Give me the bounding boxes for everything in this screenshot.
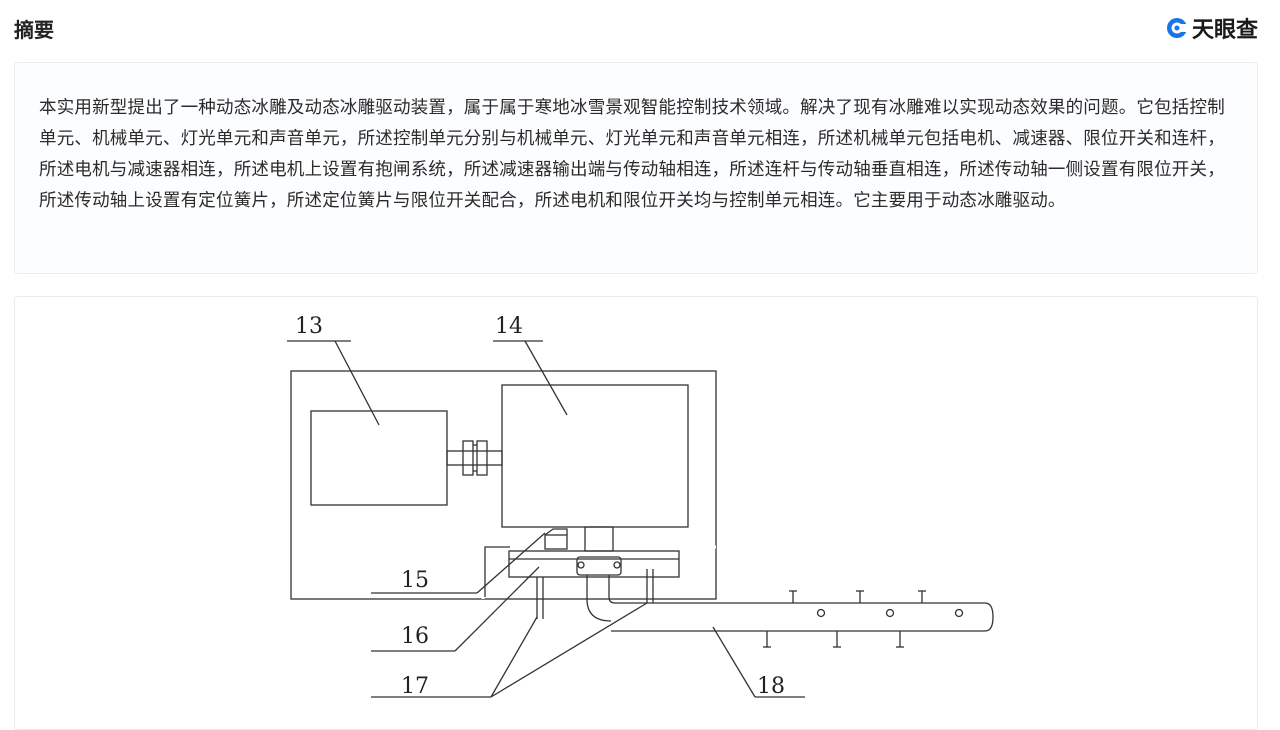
header: 摘要 天眼查 [0, 0, 1280, 58]
collar-bolt-right [613, 561, 621, 569]
leader-17b [490, 602, 648, 698]
motor-box [310, 410, 448, 506]
housing-inner-edge [484, 546, 510, 597]
limit-switch [544, 534, 568, 550]
reducer-box [501, 384, 689, 528]
rod-pins [763, 590, 964, 648]
abstract-text: 本实用新型提出了一种动态冰雕及动态冰雕驱动装置，属于属于寒地冰雪景观智能控制技术… [39, 98, 1225, 211]
coupling [446, 440, 503, 476]
shaft-top [584, 526, 614, 552]
connecting-rod [611, 602, 994, 632]
leader-18 [712, 626, 756, 698]
leader-14 [524, 340, 568, 416]
label-16: 16 [401, 624, 429, 649]
shaft-bend-inner [608, 575, 616, 604]
label-18: 18 [757, 674, 785, 699]
leader-15 [476, 532, 546, 594]
leader-13 [334, 340, 380, 426]
label-14: 14 [495, 314, 523, 339]
collar-bolt-left [577, 561, 585, 569]
housing-gap [481, 545, 716, 599]
shaft-collar [576, 556, 622, 576]
logo-text: 天眼查 [1191, 18, 1258, 43]
limit-switch-top [544, 528, 568, 536]
figure-panel: 13 14 15 16 17 18 [14, 296, 1258, 730]
shaft-bend-outer [586, 575, 612, 622]
abstract-panel: 本实用新型提出了一种动态冰雕及动态冰雕驱动装置，属于属于寒地冰雪景观智能控制技术… [14, 62, 1258, 274]
patent-drawing: 13 14 15 16 17 18 [287, 314, 994, 699]
brand-logo[interactable]: 天眼查 [1166, 12, 1258, 44]
tianyancha-logo-icon [1166, 17, 1188, 39]
label-17: 17 [401, 674, 429, 699]
leader-16 [454, 566, 540, 652]
page-title: 摘要 [14, 18, 54, 42]
label-13: 13 [295, 314, 323, 339]
housing-frame [290, 370, 717, 600]
leader-17a [490, 616, 538, 698]
label-15: 15 [401, 568, 429, 593]
